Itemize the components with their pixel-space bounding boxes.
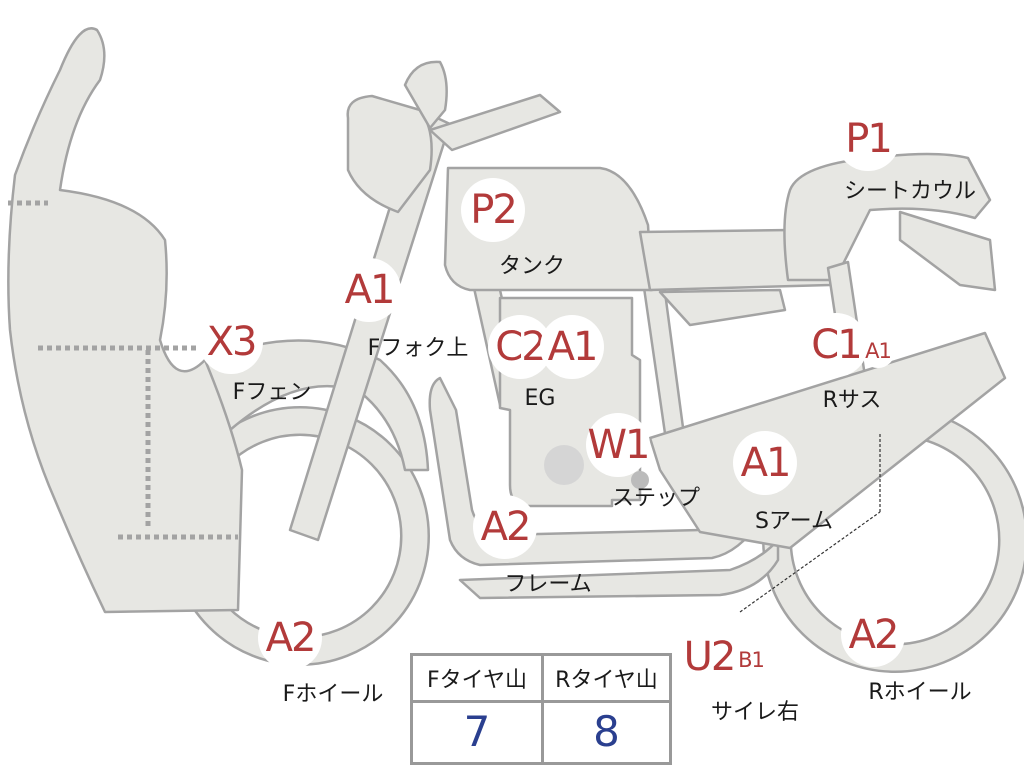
tank-label: タンク [498,254,566,279]
frame-lower [458,538,780,600]
seatcowl-code-badge[interactable]: P1 [836,107,900,171]
headlight [346,94,433,214]
swingarm [648,331,1007,550]
front-wheel-code-badge[interactable]: A2 [258,606,322,670]
seat-cowl [783,152,992,282]
front-wheel-label: Fホイール [282,682,384,707]
seat-lower [658,288,787,327]
fender-label: Fフェン [232,380,312,405]
seatcowl-label: シートカウル [843,179,977,204]
engine-code-badge-a1[interactable]: A1 [540,315,604,379]
frame-label: フレーム [504,572,592,597]
tank-code-badge[interactable]: P2 [461,178,525,242]
rear-shock-sub-badge[interactable]: A1 [861,334,895,368]
swingarm-label: Sアーム [755,509,833,534]
step-code-badge[interactable]: W1 [586,413,651,477]
rear-shock-label: Rサス [822,388,882,413]
fork-code-badge[interactable]: A1 [337,258,401,322]
tail [898,210,997,292]
rear-wheel-label: Rホイール [868,680,972,705]
front-tire-header: Fタイヤ山 [427,668,527,693]
table-divider-vertical [541,656,544,762]
handlebar [428,93,562,152]
front-tire-value[interactable]: 7 [463,706,491,756]
frame-code-badge[interactable]: A2 [473,495,537,559]
rear-wheel-code-badge[interactable]: A2 [841,603,905,667]
swingarm-code-badge[interactable]: A1 [733,431,797,495]
rear-tire-header: Rタイヤ山 [555,668,658,693]
mirror-stem [403,60,448,130]
front-fairing [7,27,244,614]
silencer-sub-badge[interactable]: B1 [734,643,768,677]
rear-shock-code-badge[interactable]: C1 [804,313,868,377]
tire-tread-table: Fタイヤ山 Rタイヤ山 7 8 [410,653,672,765]
silencer-code-badge[interactable]: U2 [677,625,741,689]
engine-label: EG [524,386,556,411]
rear-tire-value[interactable]: 8 [593,706,620,756]
fender-code-badge[interactable]: X3 [199,310,263,374]
fork-label: Fフォク上 [367,336,469,361]
front-fork [288,108,452,542]
silencer-label: サイレ右 [710,700,800,725]
step-label: ステップ [611,486,701,511]
